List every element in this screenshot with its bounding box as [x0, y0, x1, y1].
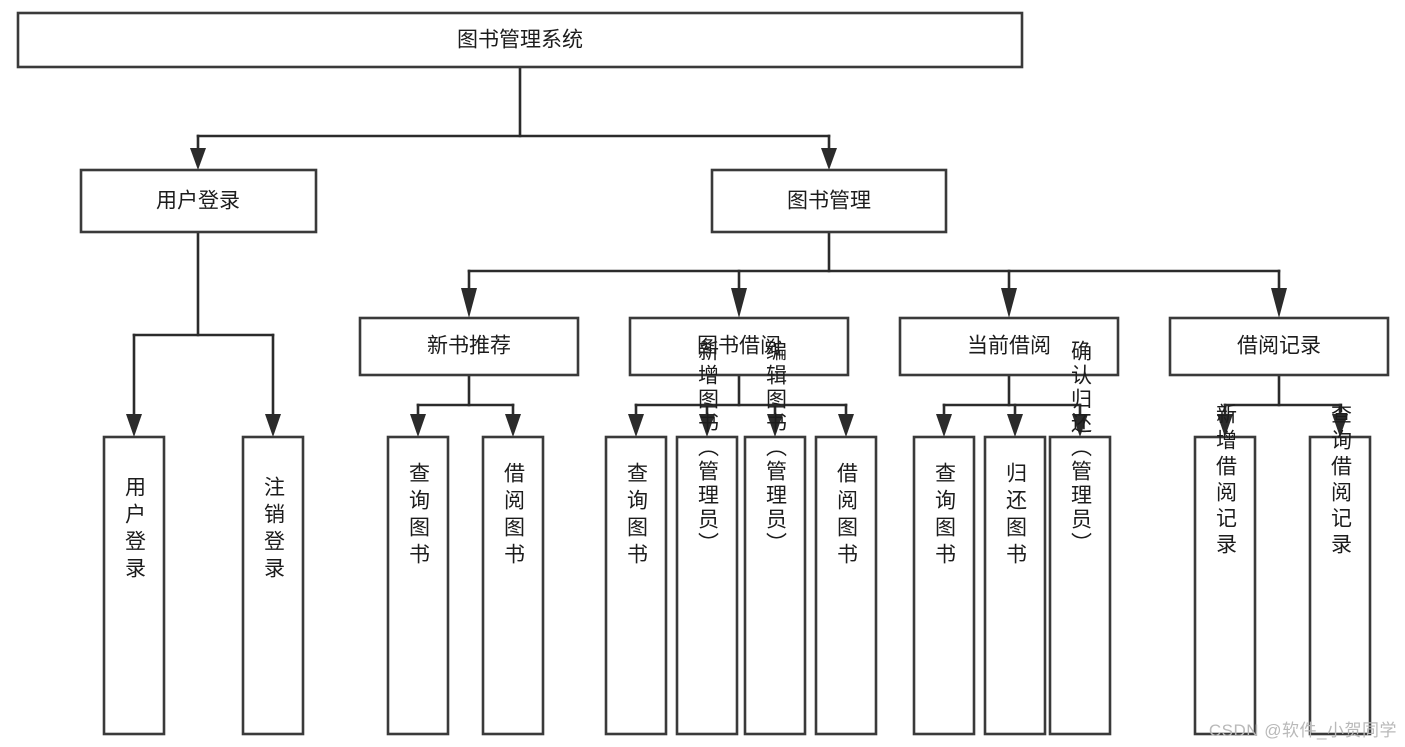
leaf-box-bb-add-book[interactable]: [675, 435, 739, 736]
node-book-manage[interactable]: 图书管理: [710, 168, 948, 234]
node-new-book-recommend-box[interactable]: [358, 316, 580, 377]
leaf-box-cb-return-book[interactable]: [983, 435, 1047, 736]
leaf-box-br-add-record[interactable]: [1193, 435, 1257, 736]
node-borrow-record[interactable]: 借阅记录: [1168, 316, 1390, 377]
arrow-leaf-user-login: [126, 414, 142, 437]
leaf-box-nb-query-book[interactable]: [386, 435, 450, 736]
arrow-bb-leaf3: [767, 414, 783, 437]
leaf-label-user-login: 用户登录: [123, 476, 147, 584]
leaf-label-cb-confirm-return: 确认归还（管理员）: [1069, 340, 1093, 556]
node-book-manage-label: 图书管理: [787, 190, 871, 213]
arrow-bb-leaf4: [838, 414, 854, 437]
arrow-bookborrow: [731, 288, 747, 318]
arrow-cb-leaf2: [1007, 414, 1023, 437]
arrow-book-manage: [821, 148, 837, 170]
leaf-label-bb-add-book: 新增图书（管理员）: [696, 340, 720, 556]
leaf-label-br-query-record: 查询借阅记录: [1329, 403, 1353, 559]
leaf-label-bb-edit-book: 编辑图书（管理员）: [764, 340, 788, 556]
leaf-label-cb-query-book: 查询图书: [933, 462, 957, 570]
arrow-cb-leaf3: [1072, 414, 1088, 437]
leaf-node[interactable]: 借阅图书: [481, 435, 545, 736]
node-borrow-record-box[interactable]: [1168, 316, 1390, 377]
node-new-book-recommend-label: 新书推荐: [427, 335, 511, 358]
arrow-bb-leaf2: [699, 414, 715, 437]
node-current-borrow[interactable]: 当前借阅: [898, 316, 1120, 377]
leaf-node[interactable]: 查询图书: [386, 435, 450, 736]
node-borrow-record-label: 借阅记录: [1237, 335, 1321, 358]
arrow-leaf-logout: [265, 414, 281, 437]
arrow-br-leaf1: [1217, 414, 1233, 437]
arrow-nb-leaf2: [505, 414, 521, 437]
leaf-label-bb-borrow-book: 借阅图书: [835, 462, 859, 570]
leaf-box-nb-borrow-book[interactable]: [481, 435, 545, 736]
node-user-login[interactable]: 用户登录: [79, 168, 318, 234]
leaf-label-bb-query-book: 查询图书: [625, 462, 649, 570]
leaf-label-logout: 注销登录: [262, 476, 286, 584]
leaf-node[interactable]: 借阅图书: [814, 435, 878, 736]
arrow-currentborrow: [1001, 288, 1017, 318]
leaf-label-nb-borrow-book: 借阅图书: [502, 462, 526, 570]
leaf-node[interactable]: 注销登录: [241, 435, 305, 736]
leaf-node[interactable]: 归还图书: [983, 435, 1047, 736]
node-user-login-label: 用户登录: [156, 190, 240, 213]
leaf-node[interactable]: 查询借阅记录: [1308, 403, 1372, 736]
node-new-book-recommend[interactable]: 新书推荐: [358, 316, 580, 377]
node-book-borrow[interactable]: 图书借阅: [628, 316, 850, 377]
leaf-box-bb-query-book[interactable]: [604, 435, 668, 736]
node-root-box[interactable]: [16, 11, 1024, 69]
node-user-login-box[interactable]: [79, 168, 318, 234]
node-book-borrow-label: 图书借阅: [697, 335, 781, 358]
node-current-borrow-box[interactable]: [898, 316, 1120, 377]
leaf-node[interactable]: 查询图书: [912, 435, 976, 736]
leaf-node[interactable]: 用户登录: [102, 435, 166, 736]
leaf-label-br-add-record: 新增借阅记录: [1214, 403, 1238, 559]
leaf-box-cb-confirm-return[interactable]: [1048, 435, 1112, 736]
arrow-bb-leaf1: [628, 414, 644, 437]
leaf-label-cb-return-book: 归还图书: [1004, 462, 1028, 570]
leaf-label-nb-query-book: 查询图书: [407, 462, 431, 570]
leaf-node[interactable]: 编辑图书（管理员）: [743, 340, 807, 736]
edge-layer: [126, 65, 1348, 437]
node-book-borrow-box[interactable]: [628, 316, 850, 377]
leaf-box-bb-borrow-book[interactable]: [814, 435, 878, 736]
node-layer: 图书管理系统 用户登录 图书管理 新书推荐 图书借阅 当前: [16, 11, 1390, 736]
leaf-node[interactable]: 新增借阅记录: [1193, 403, 1257, 736]
node-root[interactable]: 图书管理系统: [16, 11, 1024, 69]
node-root-label: 图书管理系统: [457, 29, 583, 52]
arrow-newbook: [461, 288, 477, 318]
arrow-user-login: [190, 148, 206, 170]
node-book-manage-box[interactable]: [710, 168, 948, 234]
leaf-box-cb-query-book[interactable]: [912, 435, 976, 736]
arrow-cb-leaf1: [936, 414, 952, 437]
leaf-box-br-query-record[interactable]: [1308, 435, 1372, 736]
leaf-box-user-login[interactable]: [102, 435, 166, 736]
arrow-nb-leaf1: [410, 414, 426, 437]
leaf-box-bb-edit-book[interactable]: [743, 435, 807, 736]
leaf-node[interactable]: 确认归还（管理员）: [1048, 340, 1112, 736]
node-current-borrow-label: 当前借阅: [967, 335, 1051, 358]
arrow-borrowrecord: [1271, 288, 1287, 318]
leaf-node[interactable]: 查询图书: [604, 435, 668, 736]
leaf-box-logout[interactable]: [241, 435, 305, 736]
arrow-br-leaf2: [1332, 414, 1348, 437]
leaf-node[interactable]: 新增图书（管理员）: [675, 340, 739, 736]
